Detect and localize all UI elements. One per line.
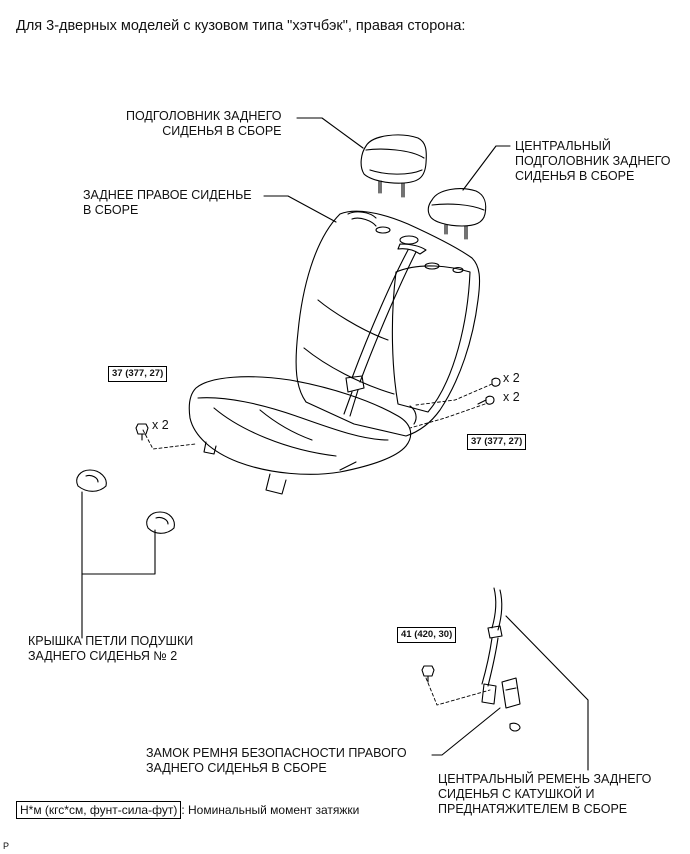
hinge-cover-drawings xyxy=(76,469,175,534)
seat-cushion-drawing xyxy=(188,376,412,495)
label-rear-headrest: ПОДГОЛОВНИК ЗАДНЕГО СИДЕНЬЯ В СБОРЕ xyxy=(126,109,282,138)
torque-spec-buckle: 41 (420, 30) xyxy=(397,627,457,643)
fastener-dash-lines xyxy=(142,383,493,706)
quantity-left-bolt: x 2 xyxy=(152,418,169,432)
label-seat-belt-buckle: ЗАМОК РЕМНЯ БЕЗОПАСНОСТИ ПРАВОГО ЗАДНЕГО… xyxy=(146,746,407,775)
legend-unit-box: Н*м (кгс*см, фунт-сила-фут) xyxy=(16,801,182,819)
torque-spec-left: 37 (377, 27) xyxy=(108,366,168,382)
label-hinge-cover: КРЫШКА ПЕТЛИ ПОДУШКИ ЗАДНЕГО СИДЕНЬЯ № 2 xyxy=(28,634,194,663)
quantity-right-bolt: x 2 xyxy=(503,390,520,404)
seat-back-drawing xyxy=(295,210,481,437)
fastener-drawings xyxy=(135,377,501,683)
label-center-belt: ЦЕНТРАЛЬНЫЙ РЕМЕНЬ ЗАДНЕГО СИДЕНЬЯ С КАТ… xyxy=(438,772,652,816)
label-center-headrest: ЦЕНТРАЛЬНЫЙ ПОДГОЛОВНИК ЗАДНЕГО СИДЕНЬЯ … xyxy=(515,139,671,183)
legend-text: : Номинальный момент затяжки xyxy=(181,803,360,817)
rear-headrest-drawing xyxy=(360,134,427,198)
leader-lines xyxy=(81,117,589,771)
torque-spec-right: 37 (377, 27) xyxy=(467,434,527,450)
center-belt-drawing xyxy=(481,587,521,732)
diagram-heading: Для 3-дверных моделей с кузовом типа "хэ… xyxy=(16,18,466,34)
label-right-seat: ЗАДНЕЕ ПРАВОЕ СИДЕНЬЕ В СБОРЕ xyxy=(83,188,252,217)
quantity-right-nut: x 2 xyxy=(503,371,520,385)
figure-code: P xyxy=(3,841,10,851)
torque-legend: Н*м (кгс*см, фунт-сила-фут): Номинальный… xyxy=(16,801,360,819)
center-headrest-drawing xyxy=(427,188,487,240)
